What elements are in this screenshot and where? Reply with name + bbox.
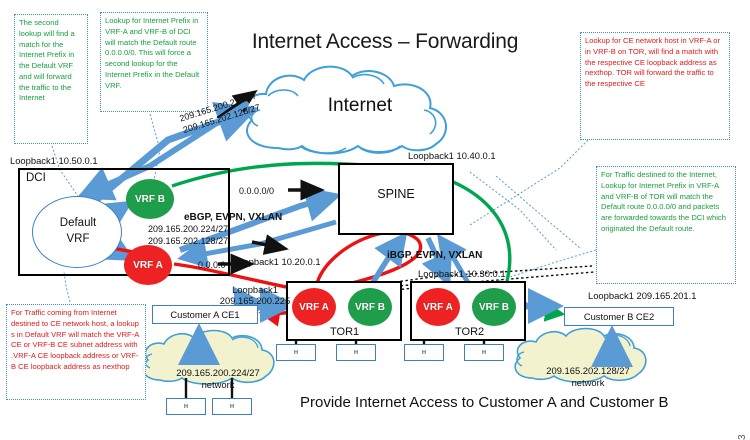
internet-cloud-shape — [245, 65, 447, 155]
arrow-blue-tor1-spine — [369, 231, 408, 286]
spine-box — [338, 163, 454, 235]
host-box: H — [166, 398, 206, 415]
ebgp-label: eBGP, EVPN, VXLAN — [184, 212, 283, 223]
network-a-line1: 209.165.200.224/27 — [176, 367, 260, 378]
callout-internet-destined: For Traffic destined to the Internet, Lo… — [596, 166, 736, 284]
host-box: H — [404, 344, 444, 361]
internet-cloud-label: Internet — [327, 95, 393, 116]
tor1-vrf-a-node: VRF A — [292, 288, 336, 326]
callout-from-internet: For Traffic coming from Internet destine… — [6, 304, 146, 400]
dci-label: DCI — [26, 172, 46, 184]
default-vrf-line1: Default — [59, 217, 97, 229]
customer-b-ce2-box: Customer B CE2 — [564, 307, 674, 326]
network-b-line1: 209.165.202.128/27 — [546, 365, 630, 376]
network-a-label: 209.165.200.224/27 network — [148, 367, 288, 391]
callout-ce-lookup: Lookup for CE network host in VRF-A or i… — [580, 32, 730, 140]
dci-vrf-a-node: VRF A — [124, 245, 172, 285]
arrow-internet-to-default — [76, 101, 249, 201]
spine-label: SPINE — [377, 187, 415, 201]
host-box: H — [276, 344, 316, 361]
arrow-black-prefix-mid — [251, 234, 289, 255]
arrow-black-internet — [216, 89, 258, 120]
tor2-vrf-a-node: VRF A — [416, 288, 460, 326]
loopback-tor1-label: Loopback1 10.20.0.1 — [233, 256, 321, 267]
default-vrf-label: Default VRF — [36, 216, 120, 247]
loopback-tor2-label: Loopback1 10.30.0.1 — [418, 268, 506, 279]
tor1-vrf-b-node: VRF B — [348, 288, 392, 326]
tor2-label: TOR2 — [455, 326, 485, 338]
loopback-dci-label: Loopback1 10.50.0.1 — [10, 155, 98, 166]
loopback-ce2-label: Loopback1 209.165.201.1 — [588, 290, 697, 301]
loopback-ce1-label: Loopback1 209.165.200.225 — [200, 284, 310, 307]
host-box: H — [464, 344, 504, 361]
page-title: Internet Access – Forwarding — [251, 30, 519, 53]
ibgp-label: iBGP, EVPN, VXLAN — [387, 250, 483, 261]
network-b-line2: network — [571, 376, 605, 388]
host-box: H — [336, 344, 376, 361]
callout-second-lookup: The second lookup will find a match for … — [14, 14, 88, 144]
tor2-vrf-b-node: VRF B — [472, 288, 516, 326]
arrow-blue-tor2-spine — [437, 233, 473, 288]
default-vrf-line2: VRF — [66, 232, 90, 245]
default-route-top-label: 0.0.0.0/0 — [239, 186, 275, 196]
network-a-line2: network — [201, 378, 235, 390]
dci-prefixes-label: 209.165.200.224/27 209.165.202.128/27 — [148, 224, 228, 248]
default-route-bottom-label: 0.0.0.0 — [198, 260, 226, 270]
tor1-label: TOR1 — [330, 326, 360, 338]
host-box: H — [212, 398, 252, 415]
default-vrf-ellipse — [32, 196, 122, 268]
loopback-spine-label: Loopback1 10.40.0.1 — [408, 150, 496, 161]
loopback-ce1-line2: 209.165.200.225 — [219, 295, 291, 307]
network-b-label: 209.165.202.128/27 network — [518, 365, 658, 389]
footer-caption: Provide Internet Access to Customer A an… — [300, 394, 669, 411]
loopback-ce1-line1: Loopback1 — [232, 284, 278, 295]
dci-box — [18, 168, 230, 276]
figure-number: 369473 — [737, 434, 748, 440]
customer-a-ce1-box: Customer A CE1 — [152, 305, 258, 324]
prefix-a-label: 209.165.200.224/27 — [148, 224, 229, 234]
dci-vrf-b-node: VRF B — [126, 179, 174, 219]
prefix-b-label: 209.165.202.128/27 — [148, 235, 229, 246]
callout-dci-lookup: Lookup for Internet Prefix in VRF-A and … — [100, 12, 208, 112]
